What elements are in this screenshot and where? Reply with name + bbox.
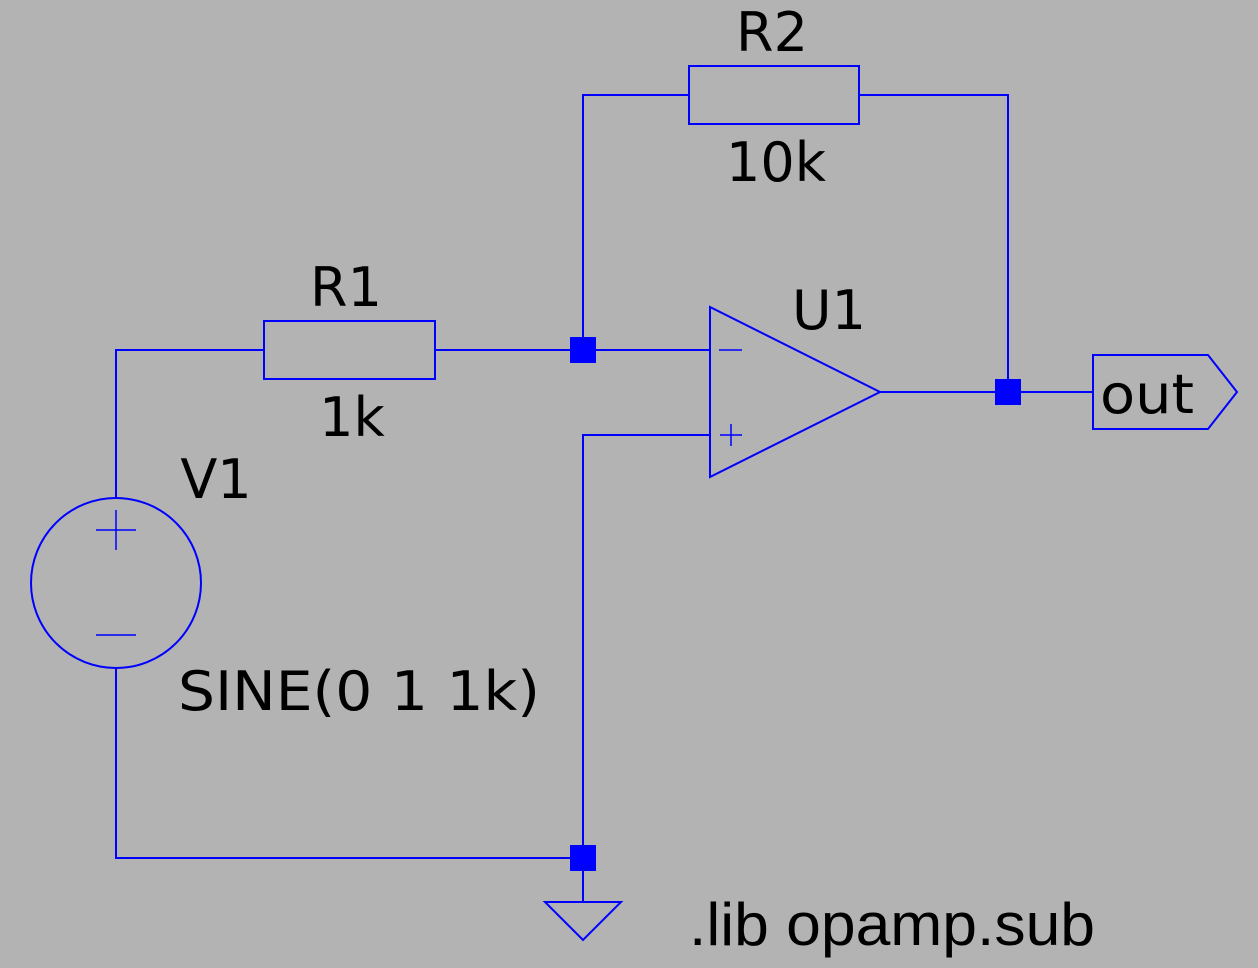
opamp-u1[interactable] [709, 305, 883, 479]
v1-value-label: SINE(0 1 1k) [178, 660, 540, 723]
wire-feedback-right[interactable] [858, 94, 1009, 393]
noninverting-input-plus-icon [720, 424, 742, 446]
v1-name-label: V1 [180, 448, 251, 511]
r2-name-label: R2 [736, 1, 808, 64]
junctions [570, 337, 1021, 871]
wires [115, 94, 1094, 901]
r2-value-label: 10k [726, 131, 827, 194]
junction-output-node [995, 379, 1021, 405]
junction-inv-node [570, 337, 596, 363]
r1-value-label: 1k [319, 386, 385, 449]
junction-ground-node [570, 845, 596, 871]
wire-noninv-to-ground[interactable] [582, 434, 711, 901]
output-net-label: out [1100, 363, 1194, 426]
u1-name-label: U1 [792, 279, 866, 342]
resistor-r2[interactable] [688, 65, 860, 125]
r1-name-label: R1 [310, 256, 382, 319]
voltage-source-v1[interactable] [30, 497, 202, 669]
resistor-r1[interactable] [263, 320, 436, 380]
source-plus-icon [96, 510, 136, 550]
output-net-flag[interactable] [1092, 354, 1239, 430]
ground-icon[interactable] [542, 901, 624, 942]
wire-v1-to-ground[interactable] [115, 667, 584, 859]
spice-directive[interactable]: .lib opamp.sub [689, 891, 1095, 958]
wire-v1-to-r1[interactable] [115, 349, 265, 499]
wire-feedback-left[interactable] [582, 94, 690, 351]
